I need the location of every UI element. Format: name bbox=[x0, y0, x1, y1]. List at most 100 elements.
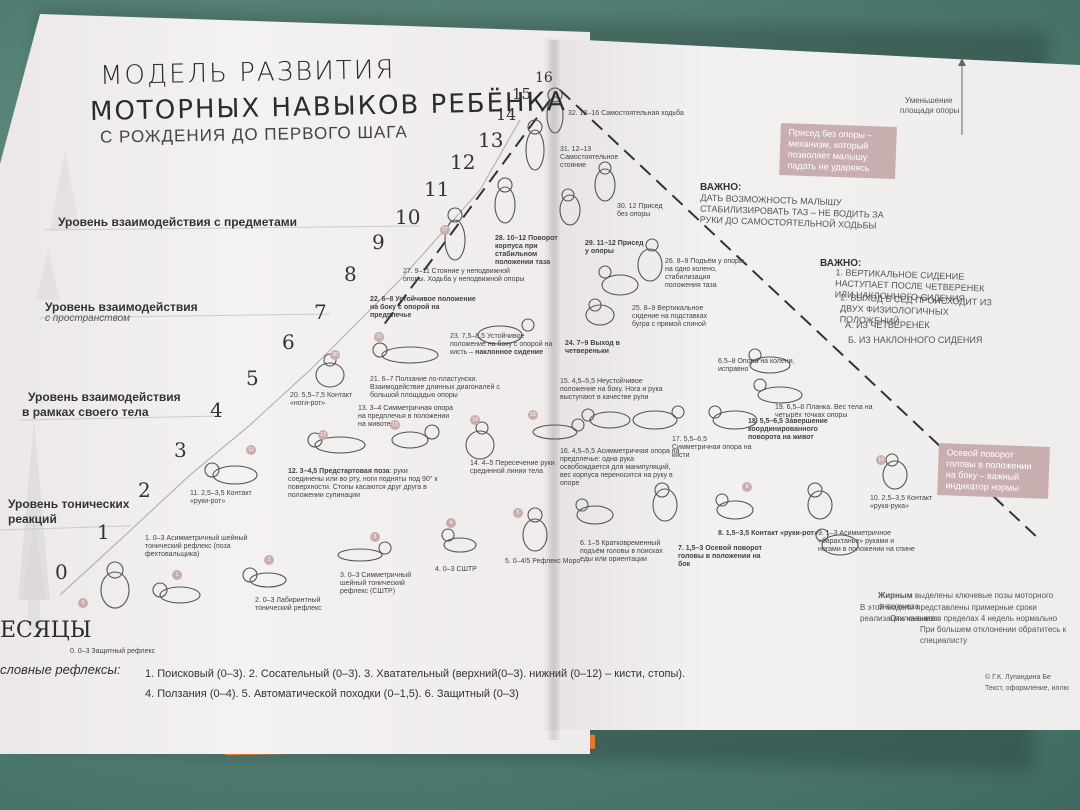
caption-pose-28: 28. 10–12 Поворот корпуса при стабильном… bbox=[495, 235, 558, 266]
poster-title-line1: МОДЕЛЬ РАЗВИТИЯ bbox=[99, 54, 396, 92]
pose-marker: 20 bbox=[330, 350, 340, 360]
support-axis-label: Уменьшение bbox=[905, 96, 953, 105]
step-number: 9 bbox=[372, 230, 385, 254]
footer-note-3: Отклонение в пределах 4 недель нормально bbox=[890, 614, 1058, 623]
pose-marker: 5 bbox=[513, 508, 523, 518]
caption-pose-19b: 6,5–8 Опора на колени, исправно bbox=[718, 358, 795, 373]
pose-marker: 8 bbox=[742, 482, 752, 492]
caption-pose-18: 18. 5,5–6,5 Завершение координированного… bbox=[748, 418, 828, 441]
step-number: 0 bbox=[55, 560, 68, 584]
caption-pose-1: 1. 0–3 Асимметричный шейный тонический р… bbox=[145, 535, 248, 558]
pose-marker: 13 bbox=[390, 420, 400, 430]
poster-fold bbox=[548, 40, 560, 740]
step-number: 6 bbox=[282, 330, 295, 354]
reflexes-line-1: 1. Поисковый (0–3). 2. Сосательный (0–3)… bbox=[145, 668, 686, 680]
caption-pose-9: 9. 1–3 Асимметричное «барахтанье» руками… bbox=[818, 530, 915, 553]
caption-pose-10: 10. 2,5–3,5 Контакт «рука-рука» bbox=[870, 495, 933, 510]
important-item-4: Б. ИЗ НАКЛОННОГО СИДЕНИЯ bbox=[848, 335, 983, 345]
caption-pose-8: 8. 1,5–3,5 Контакт «руки-рот» bbox=[718, 530, 818, 537]
caption-pose-0: 0. 0–3 Защитный рефлекс bbox=[70, 648, 156, 655]
caption-pose-31: 31. 12–13 Самостоятельное стояние bbox=[560, 146, 619, 169]
pyramid-edge-left bbox=[379, 99, 551, 331]
reflexes-line-2: 4. Ползания (0–4). 5. Автоматической пох… bbox=[145, 688, 519, 700]
caption-pose-7: 7. 1,5–3 Осевой поворот головы в положен… bbox=[678, 545, 763, 568]
step-number: 7 bbox=[314, 300, 327, 324]
caption-pose-19: 19. 6,5–8 Планка. Вес тела на четырёх то… bbox=[775, 404, 873, 419]
caption-pose-27: 27. 9–11 Стояние у неподвижной опоры. Хо… bbox=[403, 268, 525, 283]
caption-pose-2: 2. 0–3 Лабиринтный тонический рефлекс bbox=[255, 597, 322, 612]
pose-marker: 15 bbox=[528, 410, 538, 420]
caption-pose-12: 12. 3–4,5 Предстартовая поза: руки соеди… bbox=[288, 468, 438, 499]
step-number: 16 bbox=[535, 70, 553, 86]
caption-pose-16: 16. 4,5–5,5 Асимметричная опора на предп… bbox=[560, 448, 680, 487]
caption-pose-14: 14. 4–5 Пересечение руки срединной линии… bbox=[470, 460, 555, 475]
level-arrows bbox=[18, 150, 80, 630]
note-badge-squat: Присед без опоры – механизм, который поз… bbox=[779, 122, 897, 180]
reflexes-label: словные рефлексы: bbox=[0, 662, 121, 677]
level-space-label-2: с пространством bbox=[45, 313, 130, 324]
important-heading-1: ВАЖНО: bbox=[700, 182, 742, 193]
note-badge-head-turn: Осевой поворот головы в положении на бок… bbox=[937, 443, 1050, 499]
pose-marker: 14 bbox=[470, 415, 480, 425]
caption-pose-15: 15. 4,5–5,5 Неустойчивое положение на бо… bbox=[560, 378, 663, 401]
step-number: 14 bbox=[496, 105, 517, 124]
step-number: 10 bbox=[395, 205, 421, 229]
pose-marker: 10 bbox=[876, 455, 886, 465]
level-space-label: Уровень взаимодействия bbox=[45, 300, 198, 314]
pose-marker: 2 bbox=[264, 555, 274, 565]
support-axis-label-2: площади опоры bbox=[900, 106, 960, 115]
step-number: 8 bbox=[344, 262, 357, 286]
step-number: 11 bbox=[424, 177, 450, 201]
caption-pose-23: 23. 7,5–8,5 Устойчивое положение на боку… bbox=[450, 333, 553, 356]
baby-figures bbox=[100, 87, 908, 609]
caption-pose-25: 25. 8–9 Вертикальное сидение на подставк… bbox=[632, 305, 708, 328]
footer-note-2: В этой модели представлены примерные сро… bbox=[860, 603, 1037, 623]
pose-marker: 4 bbox=[446, 518, 456, 528]
copyright: © Г.К. Лупандина Бе bbox=[985, 674, 1051, 681]
step-number: 2 bbox=[138, 478, 151, 502]
caption-pose-6: 6. 1–5 Кратковременный подъём головы в п… bbox=[580, 540, 663, 563]
caption-pose-30: 30. 12 Присед без опоры bbox=[617, 203, 663, 218]
step-number: 13 bbox=[478, 128, 504, 152]
step-number: 1 bbox=[97, 520, 110, 544]
level-tonic-label: Уровень тонических bbox=[8, 497, 130, 511]
caption-pose-17: 17. 5,5–6,5 Симметричная опора на кисти bbox=[672, 436, 752, 459]
level-tonic-label-2: реакций bbox=[8, 512, 57, 526]
months-label: ЕСЯЦЫ bbox=[0, 618, 92, 643]
pose-marker: 27 bbox=[440, 225, 450, 235]
caption-pose-13: 13. 3–4 Симметричная опора на предплечья… bbox=[358, 405, 454, 428]
caption-pose-32: 32. 12–16 Самостоятельная ходьба bbox=[568, 110, 684, 117]
level-body-label-2: в рамках своего тела bbox=[22, 405, 149, 419]
caption-pose-5: 5. 0–4/5 Рефлекс Моро bbox=[505, 558, 581, 565]
step-number: 12 bbox=[450, 150, 476, 174]
caption-pose-21: 21. 6–7 Ползание по-пластунски. Взаимоде… bbox=[370, 376, 500, 399]
level-objects-label: Уровень взаимодействия с предметами bbox=[58, 215, 298, 229]
copyright-2: Текст, оформление, иллю bbox=[985, 685, 1069, 692]
caption-pose-4: 4. 0–3 СШТР bbox=[435, 566, 477, 573]
caption-pose-29: 29. 11–12 Присед у опоры bbox=[585, 240, 644, 255]
step-number: 4 bbox=[210, 398, 223, 422]
caption-pose-24: 24. 7–9 Выход в четвереньки bbox=[565, 340, 620, 355]
pose-marker: 1 bbox=[172, 570, 182, 580]
pose-marker: 0 bbox=[78, 598, 88, 608]
step-number: 15 bbox=[512, 85, 532, 103]
caption-pose-26: 26. 8–9 Подъём у опоры на одно колено, с… bbox=[665, 258, 744, 289]
pose-marker: 11 bbox=[246, 445, 256, 455]
pose-marker: 3 bbox=[370, 532, 380, 542]
staircase-arrows bbox=[59, 119, 521, 596]
caption-pose-22: 22. 6–8 Устойчивое положение на боку с о… bbox=[370, 296, 476, 319]
caption-pose-20: 20. 5,5–7,5 Контакт «ноги-рот» bbox=[290, 392, 353, 407]
important-heading-2: ВАЖНО: bbox=[820, 258, 862, 269]
footer-bold-note: Жирным выделены ключевые позы моторного … bbox=[878, 591, 1054, 611]
caption-pose-11: 11. 2,5–3,5 Контакт «руки-рот» bbox=[190, 490, 252, 505]
step-number: 3 bbox=[174, 438, 187, 462]
footer-note-4: При большем отклонении обратитесь к спец… bbox=[920, 625, 1067, 645]
important-text-1: ДАТЬ ВОЗМОЖНОСТЬ МАЛЫШУ СТАБИЛИЗИРОВАТЬ … bbox=[699, 192, 884, 231]
important-item-3: А. ИЗ ЧЕТВЕРЕНЕК bbox=[845, 320, 930, 330]
caption-pose-3: 3. 0–3 Симметричный шейный тонический ре… bbox=[340, 572, 412, 595]
level-body-label: Уровень взаимодействия bbox=[28, 390, 181, 404]
pose-marker: 21 bbox=[374, 332, 384, 342]
pose-marker: 12 bbox=[318, 430, 328, 440]
step-number: 5 bbox=[246, 366, 259, 390]
